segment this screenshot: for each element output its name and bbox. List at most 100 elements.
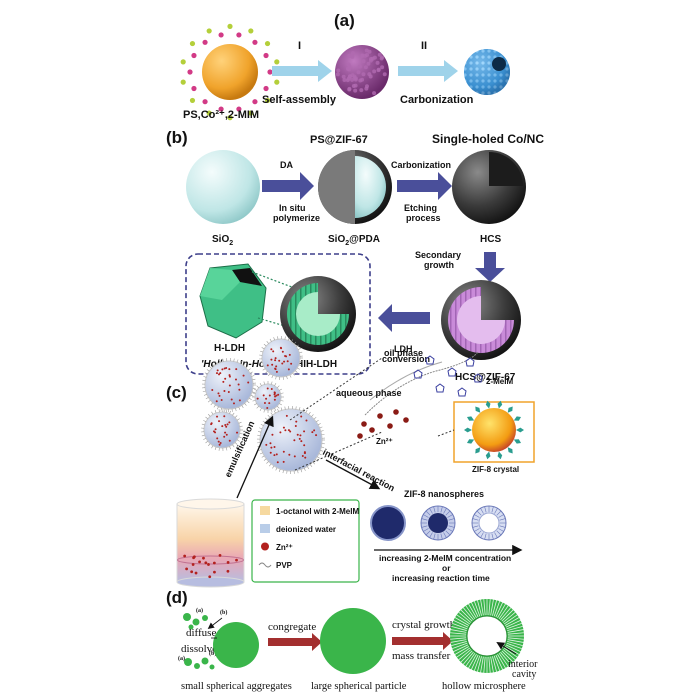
droplet-zn — [229, 440, 231, 442]
droplet-zn — [211, 389, 213, 391]
droplet-zn — [233, 402, 235, 404]
congregate-label: congregate — [268, 621, 316, 633]
zif-grain — [367, 72, 371, 76]
zif-grain — [366, 62, 370, 66]
pvp-strand — [298, 348, 301, 349]
pvp-strand — [311, 414, 313, 416]
droplet-zn — [247, 382, 249, 384]
panel-a: (a) I Self-assembly II Carbonization PS,… — [181, 11, 510, 121]
pvp-strand — [226, 447, 227, 450]
droplet-zn — [275, 395, 277, 397]
mark-a-top: (a) — [196, 607, 203, 614]
droplet-zn — [229, 385, 231, 387]
droplet-zn — [304, 452, 306, 454]
pvp-strand — [239, 422, 242, 423]
pvp-strand — [270, 339, 272, 342]
pvp-strand — [275, 383, 277, 386]
beaker-zn — [193, 555, 196, 558]
pvp-strand — [298, 470, 299, 473]
droplet-zn — [231, 398, 233, 400]
pvp-strand — [204, 394, 207, 395]
pvp-strand — [249, 398, 252, 400]
droplet-zn — [221, 399, 223, 401]
zif8-crystal-sphere — [472, 408, 516, 452]
zn-ion — [357, 433, 363, 439]
hollow-microsphere-label: hollow microsphere — [442, 681, 526, 692]
droplet-zn — [283, 427, 285, 429]
droplet-zn — [273, 446, 275, 448]
droplet-zn — [225, 426, 227, 428]
droplet-zn — [270, 348, 272, 350]
zif-grain — [348, 74, 352, 78]
droplet-zn — [265, 444, 267, 446]
pvp-strand — [275, 408, 277, 411]
mark-b-top: (b) — [220, 609, 227, 616]
zn-ions — [357, 409, 409, 439]
pvp-strand — [272, 375, 273, 378]
droplet-zn — [311, 431, 313, 433]
droplet-zn — [290, 363, 292, 365]
precursor-dot — [218, 32, 223, 37]
secondary-label: Secondary — [415, 250, 461, 260]
droplet-zn — [304, 457, 306, 459]
sio2-label: SiO2 — [212, 234, 233, 247]
pvp-strand — [322, 434, 325, 435]
pvp-strand — [260, 383, 262, 386]
pvp-strand — [212, 412, 214, 415]
precursor-dot — [191, 53, 196, 58]
pvp-strand — [263, 421, 265, 423]
droplet-zn — [224, 424, 226, 426]
pvp-strand — [307, 466, 309, 469]
sio2-pda-label: SiO2@PDA — [328, 234, 380, 247]
carbonization-arrow — [397, 172, 452, 200]
precursor-dot — [252, 40, 257, 45]
pvp-strand — [259, 449, 262, 450]
droplet-zn — [221, 425, 223, 427]
zif-grain — [365, 53, 369, 57]
pvp-strand — [262, 347, 265, 348]
zif-grain — [342, 78, 346, 82]
pvp-strand — [285, 407, 286, 410]
droplet-zn — [271, 364, 273, 366]
beaker-zn — [219, 554, 222, 557]
pvp-strand — [257, 386, 259, 388]
or-label: or — [442, 563, 451, 573]
droplet-zn — [293, 439, 295, 441]
droplet-zn — [271, 388, 273, 390]
meim-molecule — [466, 358, 474, 366]
pvp-strand — [242, 405, 244, 408]
congregate-arrow — [268, 633, 322, 651]
beaker-zn — [208, 575, 211, 578]
droplet-zn — [215, 428, 217, 430]
droplet-zn — [289, 354, 291, 356]
emulsion-droplet — [262, 339, 300, 377]
droplet-zn — [228, 368, 230, 370]
legend-label: PVP — [276, 561, 293, 570]
pvp-strand — [309, 412, 311, 414]
pvp-strand — [229, 446, 230, 449]
pvp-strand — [321, 431, 324, 432]
pvp-strand — [252, 392, 255, 393]
beaker-zn — [195, 572, 198, 575]
beaker-zn — [213, 562, 216, 565]
cavity-label: cavity — [512, 669, 536, 680]
pvp-strand — [251, 395, 254, 396]
pvp-strand — [203, 391, 206, 392]
droplet-zn — [238, 389, 240, 391]
droplet-zn — [239, 399, 241, 401]
legend-swatch — [260, 506, 270, 515]
da-label: DA — [280, 160, 293, 170]
droplet-zn — [303, 430, 305, 432]
droplet-zn — [284, 429, 286, 431]
pvp-strand — [247, 401, 249, 403]
droplet-zn — [220, 442, 222, 444]
droplet-zn — [277, 394, 279, 396]
panel-a-label: (a) — [334, 11, 355, 30]
pvp-strand — [254, 404, 257, 406]
carbonization-label: Carbonization — [400, 94, 474, 106]
zif-grain — [353, 89, 357, 93]
pvp-strand — [212, 446, 214, 449]
mark-a-bottom: (a) — [178, 655, 185, 662]
pvp-strand — [281, 400, 284, 401]
pvp-strand — [279, 389, 282, 391]
